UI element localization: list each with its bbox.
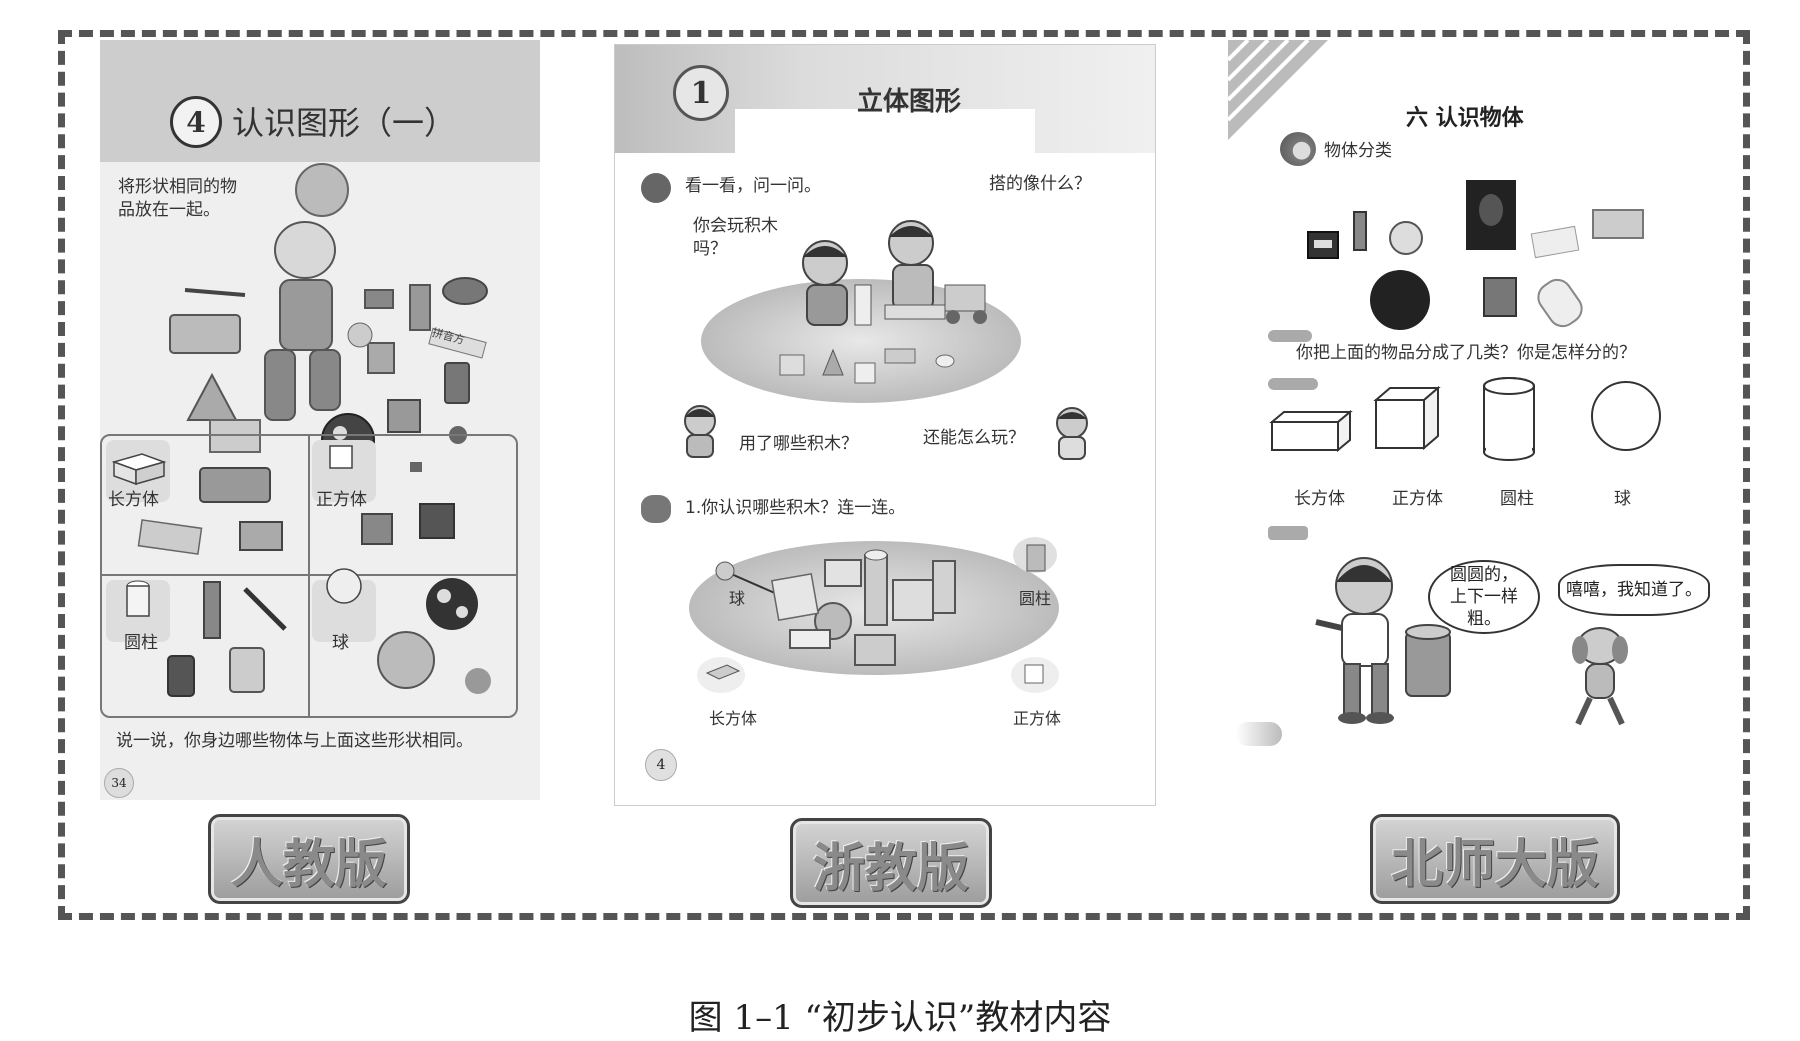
- pep-grid-shapes: [111, 445, 491, 697]
- zhejiang-unit-circle: 1: [673, 65, 729, 121]
- pep-instruction: 将形状相同的物品放在一起。: [118, 177, 237, 220]
- bnu-subtitle: 物体分类: [1324, 141, 1392, 161]
- zhejiang-icon-2: [641, 495, 671, 523]
- zhejiang-question-3: 用了哪些积木？: [739, 434, 858, 454]
- zhejiang-label-cylinder: 圆柱: [1019, 589, 1052, 608]
- badge-bnu: 北师大版: [1370, 814, 1620, 904]
- bnu-bubble-boy: 圆圆的，上下一样粗。: [1428, 560, 1540, 634]
- zhejiang-label-sphere: 球: [729, 589, 746, 608]
- pep-illustration: [169, 163, 488, 465]
- bnu-icon-dots-3: [1268, 526, 1308, 540]
- bnu-dog-illustration: [1572, 627, 1628, 726]
- bnu-header-box: [1274, 100, 1704, 160]
- bnu-page: 六 认识物体 物体分类 你把上面的物品分成了几类？你是怎样分的？ 长方体: [1228, 40, 1728, 800]
- pep-page: 4 认识图形（一） 将形状相同的物品放在一起。 拼音方: [100, 40, 540, 800]
- zhejiang-label-cube: 正方体: [1013, 709, 1062, 728]
- zhejiang-unit-number: 1: [690, 75, 712, 111]
- pep-label-cuboid: 长方体: [108, 490, 159, 510]
- zhejiang-page-number-text: 4: [656, 757, 666, 773]
- pep-label-cylinder: 圆柱: [124, 633, 158, 653]
- badge-pep: 人教版: [208, 814, 410, 904]
- zhejiang-label-cuboid: 长方体: [709, 709, 758, 728]
- bnu-bubble-boy-text: 圆圆的，上下一样粗。: [1450, 564, 1518, 630]
- pep-label-cube: 正方体: [316, 490, 367, 510]
- pep-cell-sphere: [308, 574, 518, 718]
- bnu-boy-illustration: [1315, 557, 1451, 724]
- pep-page-number-text: 34: [111, 776, 127, 790]
- zhejiang-header-cover: [735, 109, 1035, 153]
- bnu-shapes: [1269, 377, 1661, 461]
- bnu-label-cylinder: 圆柱: [1500, 489, 1534, 509]
- zhejiang-boy-icon: [1056, 407, 1088, 460]
- badge-zhejiang: 浙教版: [790, 818, 992, 908]
- zhejiang-page-number: 4: [645, 749, 677, 781]
- bnu-label-cuboid: 长方体: [1294, 489, 1345, 509]
- pep-page-number: 34: [104, 768, 134, 798]
- bnu-page-marker: [1236, 722, 1282, 746]
- zhejiang-question-1: 搭的像什么？: [989, 174, 1091, 194]
- zhejiang-question-4: 还能怎么玩？: [923, 428, 1025, 448]
- bnu-label-sphere: 球: [1614, 489, 1631, 509]
- zhejiang-kids-illustration: [779, 220, 987, 384]
- bnu-question: 你把上面的物品分成了几类？你是怎样分的？: [1296, 343, 1636, 363]
- pep-footer-text: 说一说，你身边哪些物体与上面这些形状相同。: [116, 731, 473, 751]
- pep-unit-number: 4: [186, 105, 206, 139]
- zhejiang-title: 立体图形: [857, 87, 962, 117]
- bnu-objects: [1307, 180, 1644, 330]
- zhejiang-prompt-1: 看一看，问一问。: [685, 176, 821, 196]
- zhejiang-icon-1: [641, 173, 671, 203]
- pep-label-sphere: 球: [332, 633, 349, 653]
- pep-unit-circle: 4: [170, 96, 222, 148]
- bnu-bubble-dog: 嘻嘻，我知道了。: [1558, 564, 1710, 616]
- zhejiang-question-2: 你会玩积木吗？: [693, 216, 778, 259]
- figure-caption: 图 1–1 “初步认识”教材内容: [688, 998, 1112, 1038]
- bnu-icon-dots-2: [1268, 378, 1318, 390]
- zhejiang-page: 1 立体图形 看一看，问一问。 搭的像什么？ 你会玩积木吗？ 用了哪些积木？ 还…: [614, 44, 1156, 806]
- bnu-label-cube: 正方体: [1392, 489, 1443, 509]
- bnu-icon-dots-1: [1268, 330, 1312, 342]
- zhejiang-blocks-illustration: [697, 537, 1059, 693]
- zhejiang-girl-icon: [684, 405, 716, 458]
- bnu-corner-stripes: [1228, 40, 1328, 140]
- dashed-frame: [58, 30, 1750, 920]
- bnu-hedgehog-icon: [1280, 132, 1316, 166]
- bnu-bubble-dog-text: 嘻嘻，我知道了。: [1566, 579, 1702, 600]
- pep-header: [100, 40, 540, 162]
- pep-title: 认识图形（一）: [232, 104, 457, 142]
- bnu-title: 六 认识物体: [1406, 106, 1524, 131]
- zhejiang-exercise: 1.你认识哪些积木？连一连。: [685, 498, 906, 518]
